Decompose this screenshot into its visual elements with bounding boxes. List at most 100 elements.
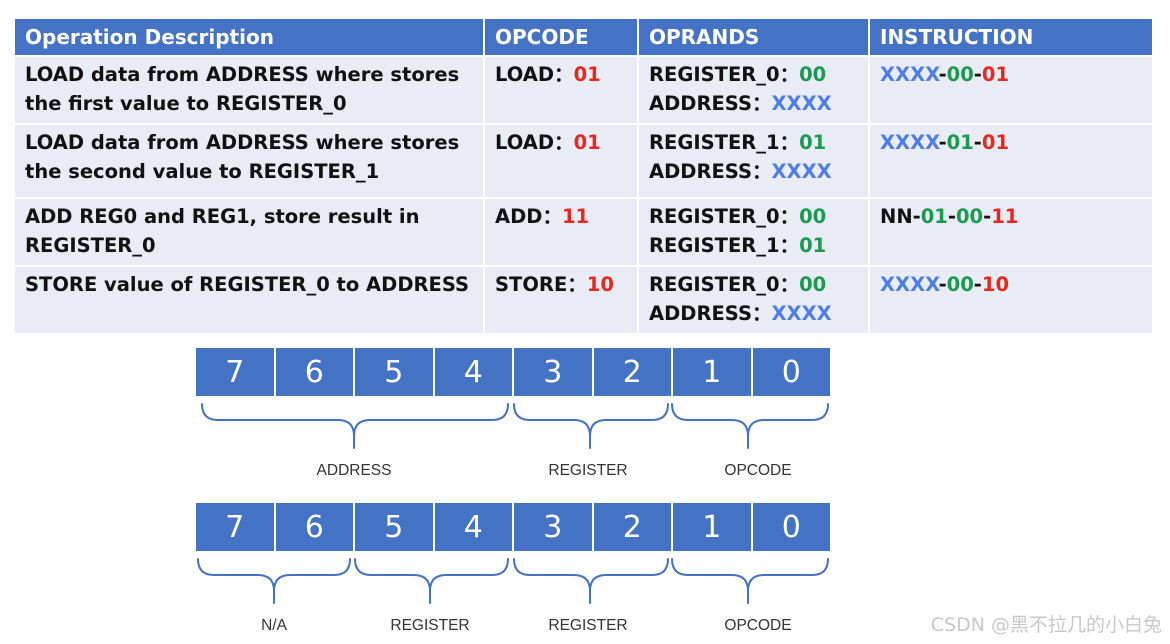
oprands-cell: REGISTER_1：01 ADDRESS：XXXX xyxy=(637,123,870,199)
bit-cell: 6 xyxy=(276,348,355,396)
register-bits: 00 xyxy=(799,205,827,228)
instruction-opcode: 01 xyxy=(981,63,1010,86)
address-bits: XXXX xyxy=(771,301,832,325)
bit-cell: 1 xyxy=(673,503,753,551)
operation-description-cell: LOAD data from ADDRESS where stores the … xyxy=(13,55,485,125)
opcode-bits: 10 xyxy=(586,273,614,296)
instruction-separator: - xyxy=(938,63,947,86)
description-line: the first value to REGISTER_0 xyxy=(25,91,347,115)
instruction-cell: NN-01-00-11 xyxy=(868,197,1154,267)
oprand-label: ADDRESS： xyxy=(649,159,772,183)
table-row: ADD REG0 and REG1, store result in REGIS… xyxy=(13,197,1154,267)
register-bits: 00 xyxy=(799,63,827,86)
opcode-name: STORE： xyxy=(495,273,587,296)
group-label-opcode-2: OPCODE xyxy=(724,617,792,634)
oprand-label: ADDRESS： xyxy=(649,91,772,115)
operation-description-cell: STORE value of REGISTER_0 to ADDRESS xyxy=(13,265,485,335)
opcode-bits: 01 xyxy=(573,131,601,154)
opcode-name: ADD： xyxy=(495,205,562,228)
register-bracket-high xyxy=(354,558,509,604)
instruction-address: XXXX xyxy=(880,273,939,296)
instruction-separator: - xyxy=(938,273,947,296)
instruction-address: XXXX xyxy=(880,131,939,154)
instruction-opcode: 01 xyxy=(981,131,1010,154)
instruction-unused: NN xyxy=(880,205,913,228)
register-bracket-low xyxy=(513,558,669,604)
bit-cell: 7 xyxy=(196,348,276,396)
bit-cell: 1 xyxy=(673,348,753,396)
bit-cell: 0 xyxy=(781,354,801,390)
header-oprands: OPRANDS xyxy=(637,17,870,57)
opcode-name: LOAD： xyxy=(495,63,574,86)
group-label-register-low: REGISTER xyxy=(548,617,628,634)
opcode-cell: LOAD：01 xyxy=(483,123,639,199)
bit-register-1: 7 6 5 4 3 2 1 0 xyxy=(196,348,830,396)
group-label-register: REGISTER xyxy=(548,462,628,479)
oprands-cell: REGISTER_0：00 REGISTER_1：01 xyxy=(637,197,870,267)
instruction-register: 00 xyxy=(955,205,984,228)
oprands-cell: REGISTER_0：00 ADDRESS：XXXX xyxy=(637,55,870,125)
header-opcode: OPCODE xyxy=(483,17,639,57)
bit-cell: 4 xyxy=(435,348,514,396)
bit-cell: 2 xyxy=(594,503,673,551)
table-row: LOAD data from ADDRESS where stores the … xyxy=(13,123,1154,199)
group-label-register-high: REGISTER xyxy=(390,617,470,634)
instruction-separator: - xyxy=(973,273,982,296)
operation-description-cell: ADD REG0 and REG1, store result in REGIS… xyxy=(13,197,485,267)
opcode-bracket-2 xyxy=(671,558,829,604)
opcode-cell: LOAD：01 xyxy=(483,55,639,125)
na-bracket xyxy=(197,558,351,604)
table-header-row: Operation Description OPCODE OPRANDS INS… xyxy=(13,17,1154,57)
instruction-separator: - xyxy=(973,63,982,86)
instruction-cell: XXXX-00-01 xyxy=(868,55,1154,125)
instruction-opcode: 10 xyxy=(981,273,1010,296)
address-bracket xyxy=(201,403,509,449)
opcode-bracket xyxy=(671,403,829,449)
instruction-cell: XXXX-01-01 xyxy=(868,123,1154,199)
instruction-register: 01 xyxy=(946,131,974,154)
group-label-opcode: OPCODE xyxy=(724,462,792,479)
opcode-bits: 11 xyxy=(561,205,590,228)
register-bracket xyxy=(513,403,669,449)
oprand-label: REGISTER_0： xyxy=(649,273,800,296)
operation-description-cell: LOAD data from ADDRESS where stores the … xyxy=(13,123,485,199)
bit-cell: 4 xyxy=(435,503,514,551)
instruction-table: Operation Description OPCODE OPRANDS INS… xyxy=(13,17,1154,335)
instruction-separator: - xyxy=(973,131,982,154)
description-line: ADD REG0 and REG1, store result in xyxy=(25,205,420,228)
instruction-register: 00 xyxy=(946,273,974,296)
bit-cell: 3 xyxy=(514,348,594,396)
bit-cell: 0 xyxy=(781,509,801,545)
oprand-label: REGISTER_1： xyxy=(649,131,800,154)
instruction-separator: - xyxy=(947,205,956,228)
table-row: STORE value of REGISTER_0 to ADDRESS STO… xyxy=(13,265,1154,335)
opcode-name: LOAD： xyxy=(495,131,574,154)
address-bits: XXXX xyxy=(771,91,832,115)
bit-cell: 3 xyxy=(514,503,594,551)
address-bits: XXXX xyxy=(771,159,832,183)
description-line: the second value to REGISTER_1 xyxy=(25,159,380,183)
group-label-address: ADDRESS xyxy=(316,462,392,479)
instruction-cell: XXXX-00-10 xyxy=(868,265,1154,335)
table-row: LOAD data from ADDRESS where stores the … xyxy=(13,55,1154,125)
instruction-separator: - xyxy=(912,205,921,228)
group-label-na: N/A xyxy=(261,617,287,634)
bit-cell: 6 xyxy=(276,503,355,551)
opcode-cell: STORE：10 xyxy=(483,265,639,335)
register-bits: 00 xyxy=(799,273,827,296)
instruction-separator: - xyxy=(938,131,947,154)
header-operation-description: Operation Description xyxy=(13,17,485,57)
description-line: STORE value of REGISTER_0 to ADDRESS xyxy=(25,273,470,296)
watermark: CSDN @黑不拉几的小白兔 xyxy=(930,614,1162,636)
description-line: LOAD data from ADDRESS where stores xyxy=(25,63,460,86)
oprand-label: REGISTER_0： xyxy=(649,205,800,228)
bit-cell: 5 xyxy=(355,348,435,396)
register-bits: 01 xyxy=(799,131,827,154)
header-instruction: INSTRUCTION xyxy=(868,17,1154,57)
bit-cell: 5 xyxy=(355,503,435,551)
instruction-address: XXXX xyxy=(880,63,939,86)
register-bits: 01 xyxy=(799,233,827,257)
instruction-opcode: 11 xyxy=(991,205,1019,228)
description-line: REGISTER_0 xyxy=(25,233,156,257)
